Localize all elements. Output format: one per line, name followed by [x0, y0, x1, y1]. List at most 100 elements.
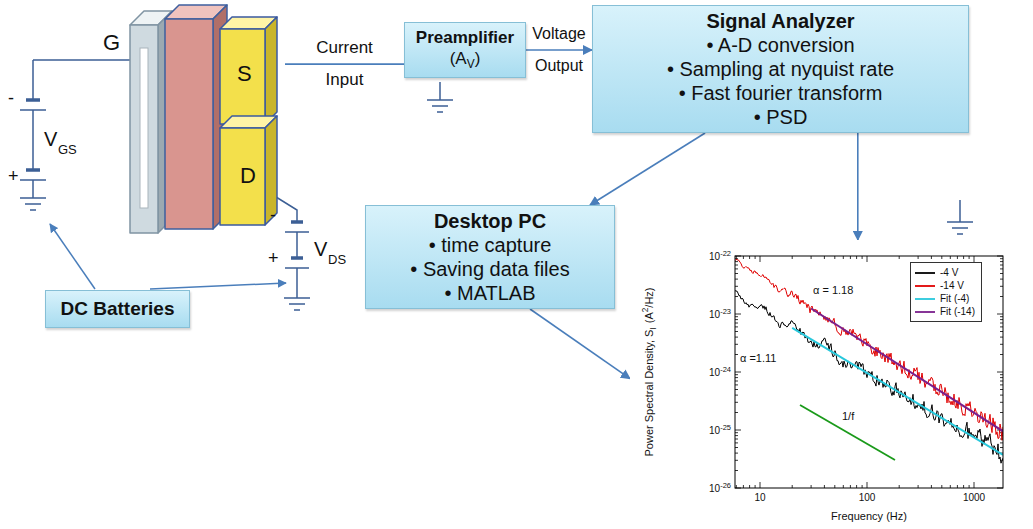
text-line: (AV)	[450, 49, 481, 72]
tick-exponent: -23	[720, 307, 731, 316]
axis-ticks	[735, 256, 1003, 488]
text-line: DC Batteries	[60, 298, 174, 321]
legend-text: Fit (-4)	[940, 292, 969, 305]
battery-plate	[291, 222, 303, 258]
circuit-label: V	[314, 238, 327, 261]
ground-symbol	[947, 200, 973, 234]
text-line: • PSD	[754, 105, 808, 129]
reference-slope	[800, 405, 895, 460]
tick-label: 1000	[963, 492, 985, 504]
circuit-label: DS	[328, 253, 346, 268]
fit-line	[811, 309, 1003, 432]
slab-front	[220, 29, 265, 124]
psd-curve	[735, 259, 1003, 440]
tick-base: 10	[709, 309, 720, 320]
slope-annotation: α =1.11	[740, 352, 776, 365]
legend-text: -14 V	[940, 279, 964, 292]
box-text: • A-D conversion	[706, 34, 854, 56]
text-line: Desktop PC	[434, 209, 546, 233]
box-text: V	[467, 57, 475, 71]
tick-base: 10	[709, 483, 720, 494]
circuit-label: V	[44, 128, 57, 151]
box-text: • PSD	[754, 106, 808, 128]
battery-plate	[20, 110, 46, 180]
fit-line	[792, 328, 1003, 455]
legend-line-sample	[915, 308, 935, 316]
device-illustration	[95, 3, 285, 238]
axis-title-text: Power Spectral Density, S	[643, 330, 655, 457]
layer-slab	[165, 5, 227, 229]
text-line: • A-D conversion	[706, 33, 854, 57]
axis-title: Power Spectral Density, SI(A2/Hz)	[641, 287, 658, 456]
tick-label: 100	[859, 492, 876, 504]
preamplifier-box: Preamplifier (AV)	[404, 22, 526, 78]
circuit-label: +	[268, 248, 279, 269]
text-line: • Sampling at nyquist rate	[667, 57, 894, 81]
layer-slab	[220, 116, 277, 225]
slab-front	[220, 128, 265, 225]
connector	[285, 63, 404, 65]
chart-legend: -4 V-14 VFit (-4)Fit (-14)	[910, 262, 982, 322]
pc-box: Desktop PC• time capture• Saving data fi…	[365, 205, 615, 309]
box-text: • Sampling at nyquist rate	[667, 58, 894, 80]
analyzer-ground	[947, 200, 973, 234]
tick-label: 10	[754, 492, 765, 504]
text-line: • time capture	[429, 233, 552, 257]
legend-row: Fit (-4)	[915, 292, 975, 305]
slab-side	[265, 17, 277, 124]
connector-label: Current Input	[316, 32, 373, 96]
slope-annotation: 1/f	[842, 410, 854, 423]
drain-wire	[268, 192, 297, 298]
box-title: Signal Analyzer	[706, 10, 854, 32]
connector	[857, 133, 859, 240]
legend-text: Fit (-14)	[940, 305, 975, 318]
circuit-label: -	[270, 205, 276, 226]
connector	[526, 49, 592, 51]
pointer-arrow	[150, 283, 286, 289]
psd-curve	[735, 291, 1003, 464]
box-title: DC Batteries	[60, 298, 174, 319]
tick-label: 10-22	[709, 250, 731, 263]
axis-title-text: /Hz)	[643, 287, 655, 307]
tick-label: 10-23	[709, 308, 731, 321]
legend-line-sample	[915, 282, 935, 290]
legend-line	[915, 272, 935, 274]
text-line: Preamplifier	[416, 28, 514, 48]
connector	[590, 133, 705, 205]
pointer-arrow	[50, 224, 95, 289]
gate-electrode	[140, 48, 148, 208]
text-line: • MATLAB	[444, 281, 535, 305]
box-text: • Saving data files	[410, 258, 569, 280]
legend-row: -4 V	[915, 266, 975, 279]
terminal-label: G	[103, 30, 120, 55]
box-title: Desktop PC	[434, 210, 546, 232]
connector-label: Voltage Output	[532, 18, 585, 82]
legend-text: -4 V	[940, 266, 958, 279]
layer-slab	[220, 17, 277, 124]
tick-base: 10	[709, 251, 720, 262]
tick-exponent: -25	[720, 423, 731, 432]
circuit-label: +	[8, 166, 19, 187]
box-title: Preamplifier	[416, 28, 514, 47]
terminal-label: D	[240, 163, 256, 188]
tick-label: 10-25	[709, 424, 731, 437]
box-text: • MATLAB	[444, 282, 535, 304]
slope-annotation: α = 1.18	[813, 284, 853, 297]
tick-label: 10-24	[709, 366, 731, 379]
battery-pointer	[50, 224, 286, 289]
circuit-label: -	[8, 88, 14, 109]
ground-symbol	[284, 298, 310, 310]
connector	[530, 309, 630, 379]
ground-symbol	[427, 82, 453, 112]
slab-front	[165, 19, 213, 229]
tick-exponent: -22	[720, 249, 731, 258]
axis-title-sub: I	[649, 327, 658, 329]
box-text: • Fast fourier transform	[679, 82, 883, 104]
plot-frame	[735, 256, 1003, 488]
legend-line-sample	[915, 295, 935, 303]
legend-line	[915, 285, 935, 287]
fet-device: GSD	[95, 3, 285, 238]
legend-row: -14 V	[915, 279, 975, 292]
slab-front	[130, 25, 158, 233]
box-text: • time capture	[429, 234, 552, 256]
